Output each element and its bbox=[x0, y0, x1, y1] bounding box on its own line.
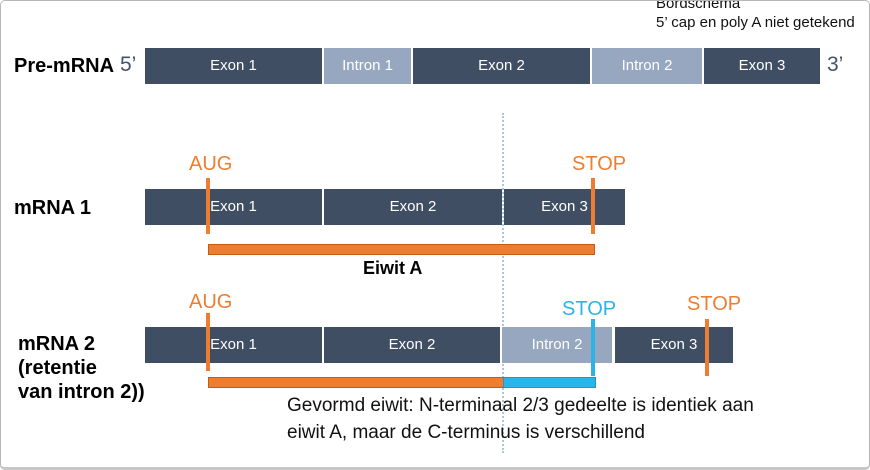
mrna2-exon-1: Exon 1 bbox=[145, 327, 322, 363]
mrna1-exon-3: Exon 3 bbox=[504, 189, 625, 225]
segment-label: Exon 2 bbox=[389, 198, 437, 215]
segment-label: Exon 2 bbox=[478, 57, 525, 74]
segment-label: Exon 1 bbox=[210, 57, 257, 74]
segment-label: Exon 3 bbox=[541, 198, 588, 215]
protein-bar-cyan-mrna2 bbox=[503, 377, 596, 388]
mrna1-exon-2: Exon 2 bbox=[324, 189, 502, 225]
mrna2-caption-line2: eiwit A, maar de C-terminus is verschill… bbox=[287, 422, 645, 443]
segment-label: Intron 2 bbox=[531, 336, 583, 353]
pre-mrna-intron-2: Intron 2 bbox=[592, 48, 702, 84]
pre-mrna-exon-2: Exon 2 bbox=[413, 48, 590, 84]
mrna2-stop-exon-label: STOP bbox=[687, 293, 742, 315]
mrna2-intron-2: Intron 2 bbox=[502, 327, 612, 363]
mrna2-caption-line1: Gevormd eiwit: N-terminaal 2/3 gedeelte … bbox=[287, 395, 754, 416]
mrna2-exon-2: Exon 2 bbox=[324, 327, 500, 363]
segment-label: Exon 1 bbox=[210, 198, 257, 215]
three-prime-label: 3’ bbox=[827, 53, 844, 76]
eiwit-a-label: Eiwit A bbox=[363, 258, 423, 278]
segment-label: Exon 1 bbox=[210, 336, 257, 353]
segment-label: Intron 1 bbox=[342, 57, 393, 74]
protein-bar-eiwit-a bbox=[208, 244, 595, 255]
mrna2-stop-exon-tick bbox=[705, 319, 709, 376]
pre-mrna-exon-3: Exon 3 bbox=[704, 48, 820, 84]
mrna2-exon-3: Exon 3 bbox=[615, 327, 733, 363]
mrna2-row-label-line3: van intron 2)) bbox=[18, 381, 145, 403]
segment-label: Intron 2 bbox=[621, 57, 673, 74]
segment-label: Exon 3 bbox=[650, 336, 698, 353]
pre-mrna-intron-1: Intron 1 bbox=[324, 48, 411, 84]
mrna2-stop-intron-tick bbox=[591, 319, 595, 376]
five-prime-label: 5’ bbox=[120, 53, 137, 76]
pre-mrna-row-label: Pre-mRNA bbox=[14, 55, 115, 77]
board-note-line2: 5’ cap en poly A niet getekend bbox=[656, 14, 855, 31]
mrna2-aug-label: AUG bbox=[189, 291, 233, 313]
mrna2-row-label-line1: mRNA 2 bbox=[18, 333, 96, 355]
board-note-line1: Bordschema bbox=[656, 0, 741, 12]
mrna1-aug-label: AUG bbox=[189, 153, 233, 175]
mrna1-stop-tick bbox=[591, 178, 595, 234]
mrna1-row-label: mRNA 1 bbox=[14, 197, 92, 219]
mrna2-row-label-line2: (retentie bbox=[18, 357, 97, 379]
mrna1-stop-label: STOP bbox=[572, 153, 627, 175]
mrna1-exon-1: Exon 1 bbox=[145, 189, 322, 225]
mrna2-aug-tick bbox=[206, 313, 210, 371]
mrna2-stop-intron-label: STOP bbox=[562, 298, 617, 320]
pre-mrna-exon-1: Exon 1 bbox=[145, 48, 322, 84]
protein-bar-orange-mrna2 bbox=[208, 377, 505, 388]
segment-label: Exon 2 bbox=[388, 336, 436, 353]
mrna1-aug-tick bbox=[206, 178, 210, 234]
dashed-alignment-line bbox=[502, 113, 504, 453]
segment-label: Exon 3 bbox=[738, 57, 786, 74]
